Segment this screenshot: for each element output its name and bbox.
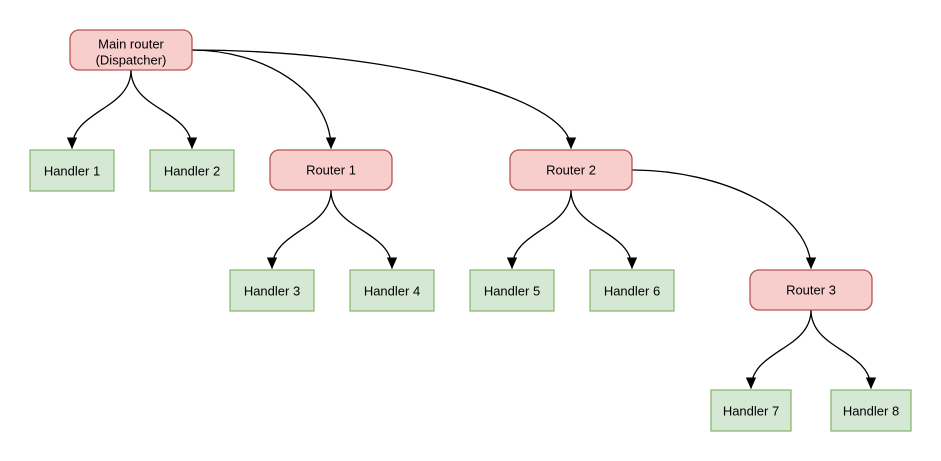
node-main-router: Main router (Dispatcher)	[69, 29, 193, 71]
node-handler-8: Handler 8	[830, 389, 912, 432]
handler-1-label: Handler 1	[44, 164, 100, 179]
handler-4-label: Handler 4	[364, 284, 420, 299]
router-2-box	[509, 149, 633, 191]
node-router-2: Router 2	[509, 149, 633, 191]
node-handler-5: Handler 5	[469, 269, 555, 312]
handler-7-label: Handler 7	[723, 404, 779, 419]
edge-router3-to-handler8	[810, 309, 877, 390]
edge-router2-to-handler6	[570, 189, 638, 270]
edge-router2-to-router3	[631, 169, 817, 270]
handler-6-box	[589, 269, 675, 312]
handler-6-label: Handler 6	[604, 284, 660, 299]
router-3-label: Router 3	[786, 283, 836, 298]
router-1-box	[269, 149, 393, 191]
handler-1-box	[29, 149, 115, 192]
node-handler-3: Handler 3	[229, 269, 315, 312]
handler-7-box	[710, 389, 792, 432]
handler-3-box	[229, 269, 315, 312]
handler-8-box	[830, 389, 912, 432]
edge-router1-to-handler4	[330, 189, 398, 270]
edge-main-to-router1	[191, 49, 337, 150]
router-1-label: Router 1	[306, 163, 356, 178]
edge-main-to-handler2	[130, 69, 198, 150]
main-router-box	[69, 29, 193, 71]
edge-layer	[66, 49, 877, 390]
handler-3-label: Handler 3	[244, 284, 300, 299]
handler-2-box	[149, 149, 235, 192]
handler-8-label: Handler 8	[843, 404, 899, 419]
node-handler-2: Handler 2	[149, 149, 235, 192]
main-router-label-line1: Main router	[98, 37, 164, 52]
node-handler-1: Handler 1	[29, 149, 115, 192]
edge-router3-to-handler7	[745, 309, 812, 390]
handler-4-box	[349, 269, 435, 312]
node-handler-4: Handler 4	[349, 269, 435, 312]
edge-main-to-router2	[191, 49, 577, 150]
edge-main-to-handler1	[66, 69, 132, 150]
node-handler-6: Handler 6	[589, 269, 675, 312]
main-router-label-line2: (Dispatcher)	[96, 53, 167, 68]
edge-router1-to-handler3	[266, 189, 332, 270]
edge-router2-to-handler5	[506, 189, 572, 270]
node-router-1: Router 1	[269, 149, 393, 191]
node-router-3: Router 3	[749, 269, 873, 311]
handler-5-label: Handler 5	[484, 284, 540, 299]
router-2-label: Router 2	[546, 163, 596, 178]
handler-5-box	[469, 269, 555, 312]
handler-2-label: Handler 2	[164, 164, 220, 179]
router-3-box	[749, 269, 873, 311]
node-handler-7: Handler 7	[710, 389, 792, 432]
